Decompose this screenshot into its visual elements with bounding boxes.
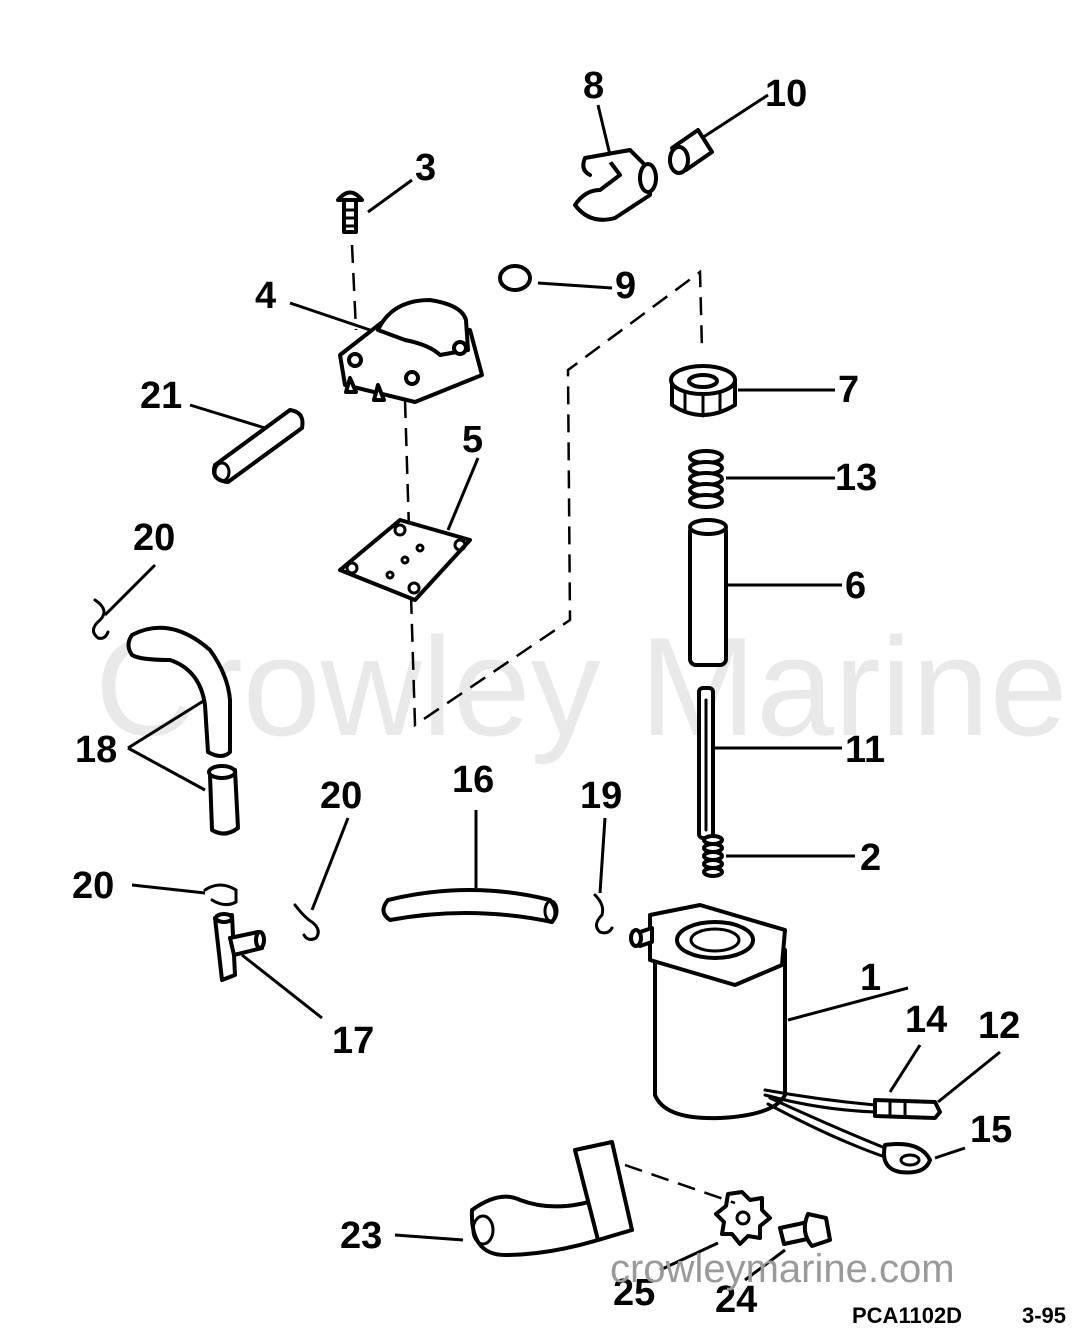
part-diaphragm <box>338 518 472 602</box>
part-sleeve <box>668 128 714 175</box>
callout-12: 12 <box>978 1005 1020 1047</box>
part-plunger-rod <box>697 686 715 840</box>
drawing-date: 3-95 <box>1022 1303 1066 1328</box>
callout-21: 21 <box>140 375 182 417</box>
callout-24: 24 <box>715 1279 757 1321</box>
callout-19: 19 <box>580 775 622 817</box>
watermark-text: Crowley Marine <box>95 608 1067 765</box>
callout-11: 11 <box>845 729 885 771</box>
part-spring-upper <box>688 449 724 509</box>
part-clip-middle <box>293 903 320 941</box>
callout-18: 18 <box>75 729 117 771</box>
part-spring-lower <box>702 834 724 878</box>
part-pump-body <box>629 903 787 1121</box>
callout-8: 8 <box>583 65 604 107</box>
part-fitting <box>573 148 658 222</box>
callout-13: 13 <box>835 457 877 499</box>
callout-17: 17 <box>332 1020 374 1062</box>
callout-3: 3 <box>415 147 436 189</box>
part-pump-cover <box>338 298 484 404</box>
callout-20-left: 20 <box>72 865 114 907</box>
callout-20-top: 20 <box>133 517 175 559</box>
part-tee-fitting <box>213 912 266 982</box>
part-filter-cap <box>669 364 737 418</box>
callout-4: 4 <box>255 275 276 317</box>
callout-14: 14 <box>905 999 947 1041</box>
callout-5: 5 <box>462 419 483 461</box>
part-star-washer <box>714 1190 772 1246</box>
callout-6: 6 <box>845 565 866 607</box>
callout-7: 7 <box>838 369 859 411</box>
part-screw <box>336 190 364 234</box>
callout-9: 9 <box>615 265 636 307</box>
callout-25: 25 <box>613 1272 655 1314</box>
part-bolt <box>778 1212 832 1248</box>
callout-16: 16 <box>452 759 494 801</box>
website-watermark: crowleymarine.com <box>610 1247 955 1291</box>
callout-10: 10 <box>765 73 807 115</box>
part-o-ring <box>498 264 532 292</box>
part-elbow-hose <box>126 625 240 836</box>
callout-1: 1 <box>860 957 881 999</box>
callout-20-middle: 20 <box>320 775 362 817</box>
part-hose-short <box>211 408 305 484</box>
callout-15: 15 <box>970 1109 1012 1151</box>
part-clip-right <box>593 893 614 935</box>
part-hose-long <box>381 888 559 924</box>
part-strap <box>469 1140 634 1257</box>
leader-lines <box>103 93 1001 1282</box>
callout-23: 23 <box>340 1215 382 1257</box>
part-wires <box>763 1088 942 1175</box>
assembly-lines <box>350 244 704 728</box>
drawing-code: PCA1102D <box>852 1303 962 1328</box>
part-plunger-tube <box>688 518 728 667</box>
callout-2: 2 <box>860 837 881 879</box>
callouts: 1 2 3 4 5 6 7 8 9 10 11 12 13 14 15 16 1… <box>72 65 1020 1321</box>
part-clip-top <box>92 598 110 640</box>
part-clip-left <box>203 883 238 907</box>
